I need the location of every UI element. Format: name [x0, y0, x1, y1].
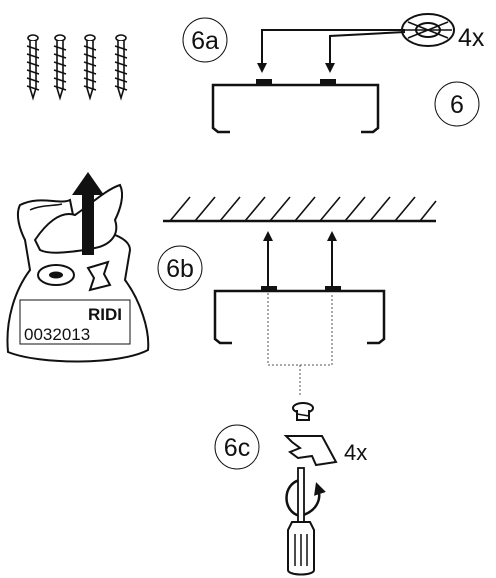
- step-6c-circle: [214, 424, 260, 470]
- clip-icon: [283, 435, 338, 467]
- step-6c-label: 6c: [224, 434, 250, 462]
- step-6b-label: 6b: [166, 255, 194, 283]
- screw-icon: [26, 34, 40, 99]
- step-6c-group: 6c 4x: [214, 402, 367, 576]
- bag-arrow-up: [72, 172, 104, 255]
- slot-left: [256, 79, 272, 84]
- screw-icon: [83, 34, 97, 99]
- rail-profile: [211, 83, 380, 134]
- screw-icon: [292, 402, 314, 421]
- step-6b-circle: [157, 245, 203, 291]
- screw-icon: [53, 34, 67, 99]
- step-6a-circle: [182, 17, 228, 63]
- screws-group: [26, 34, 128, 99]
- step-6-circle: [434, 81, 480, 127]
- dotted-guides: [267, 293, 333, 395]
- arrow-to-right-slot: [325, 31, 406, 73]
- screw-icon: [114, 34, 128, 99]
- slot-left: [261, 286, 277, 291]
- slot-right: [325, 286, 341, 291]
- parts-bag-icon: RIDI 0032013: [6, 172, 150, 363]
- clip-quantity: 4x: [458, 24, 485, 52]
- screwdriver-icon: [287, 467, 315, 576]
- arrow-to-left-slot: [257, 29, 405, 73]
- step-6-label: 6: [450, 91, 464, 119]
- step-6a-label: 6a: [191, 27, 219, 55]
- bag-label: [19, 299, 131, 345]
- screw-quantity: 4x: [344, 440, 367, 465]
- bag-part-number: 0032013: [24, 325, 90, 344]
- step-6a-group: 6a 4x 6: [182, 13, 485, 134]
- ceiling-hatch: [163, 196, 437, 223]
- clip-icon: [401, 13, 455, 47]
- slot-right: [320, 79, 336, 84]
- rail-profile: [213, 289, 386, 345]
- bag-brand: RIDI: [88, 305, 122, 324]
- step-6b-group: 6b: [157, 196, 437, 395]
